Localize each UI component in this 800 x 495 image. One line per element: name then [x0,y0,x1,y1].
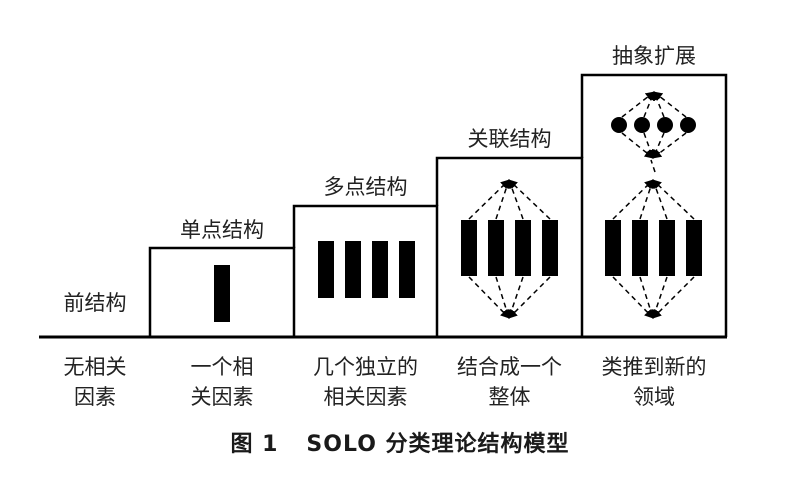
level-description-prestructural: 无相关 因素 [40,352,150,412]
figure-caption: 图 1 SOLO 分类理论结构模型 [0,426,800,458]
level-description-extended-abstract: 类推到新的 领域 [582,352,726,412]
level-description-unistructural: 一个相 关因素 [150,352,294,412]
figure-label: 图 1 [230,432,279,457]
description-line: 整体 [488,385,531,409]
level-name-unistructural: 单点结构 [180,218,264,242]
step-box-extended-abstract [580,73,728,337]
level-name-prestructural: 前结构 [63,291,127,315]
description-line: 无相关 [63,355,127,379]
description-line: 关因素 [190,385,254,409]
description-line: 一个相 [190,355,254,379]
step-box-unistructural [148,246,296,337]
description-line: 领域 [633,385,675,409]
level-name-multistructural: 多点结构 [323,175,408,199]
level-name-relational: 关联结构 [467,127,552,151]
step-box-relational [435,156,584,337]
figure-title: SOLO 分类理论结构模型 [306,432,570,457]
level-description-multistructural: 几个独立的 相关因素 [294,352,437,412]
level-description-relational: 结合成一个 整体 [437,352,582,412]
description-line: 类推到新的 [601,355,707,379]
description-line: 结合成一个 [457,355,562,379]
description-line: 几个独立的 [313,355,418,379]
description-line: 因素 [74,385,116,409]
description-line: 相关因素 [323,385,408,409]
step-box-multistructural [292,204,439,337]
level-name-extended-abstract: 抽象扩展 [612,44,696,68]
